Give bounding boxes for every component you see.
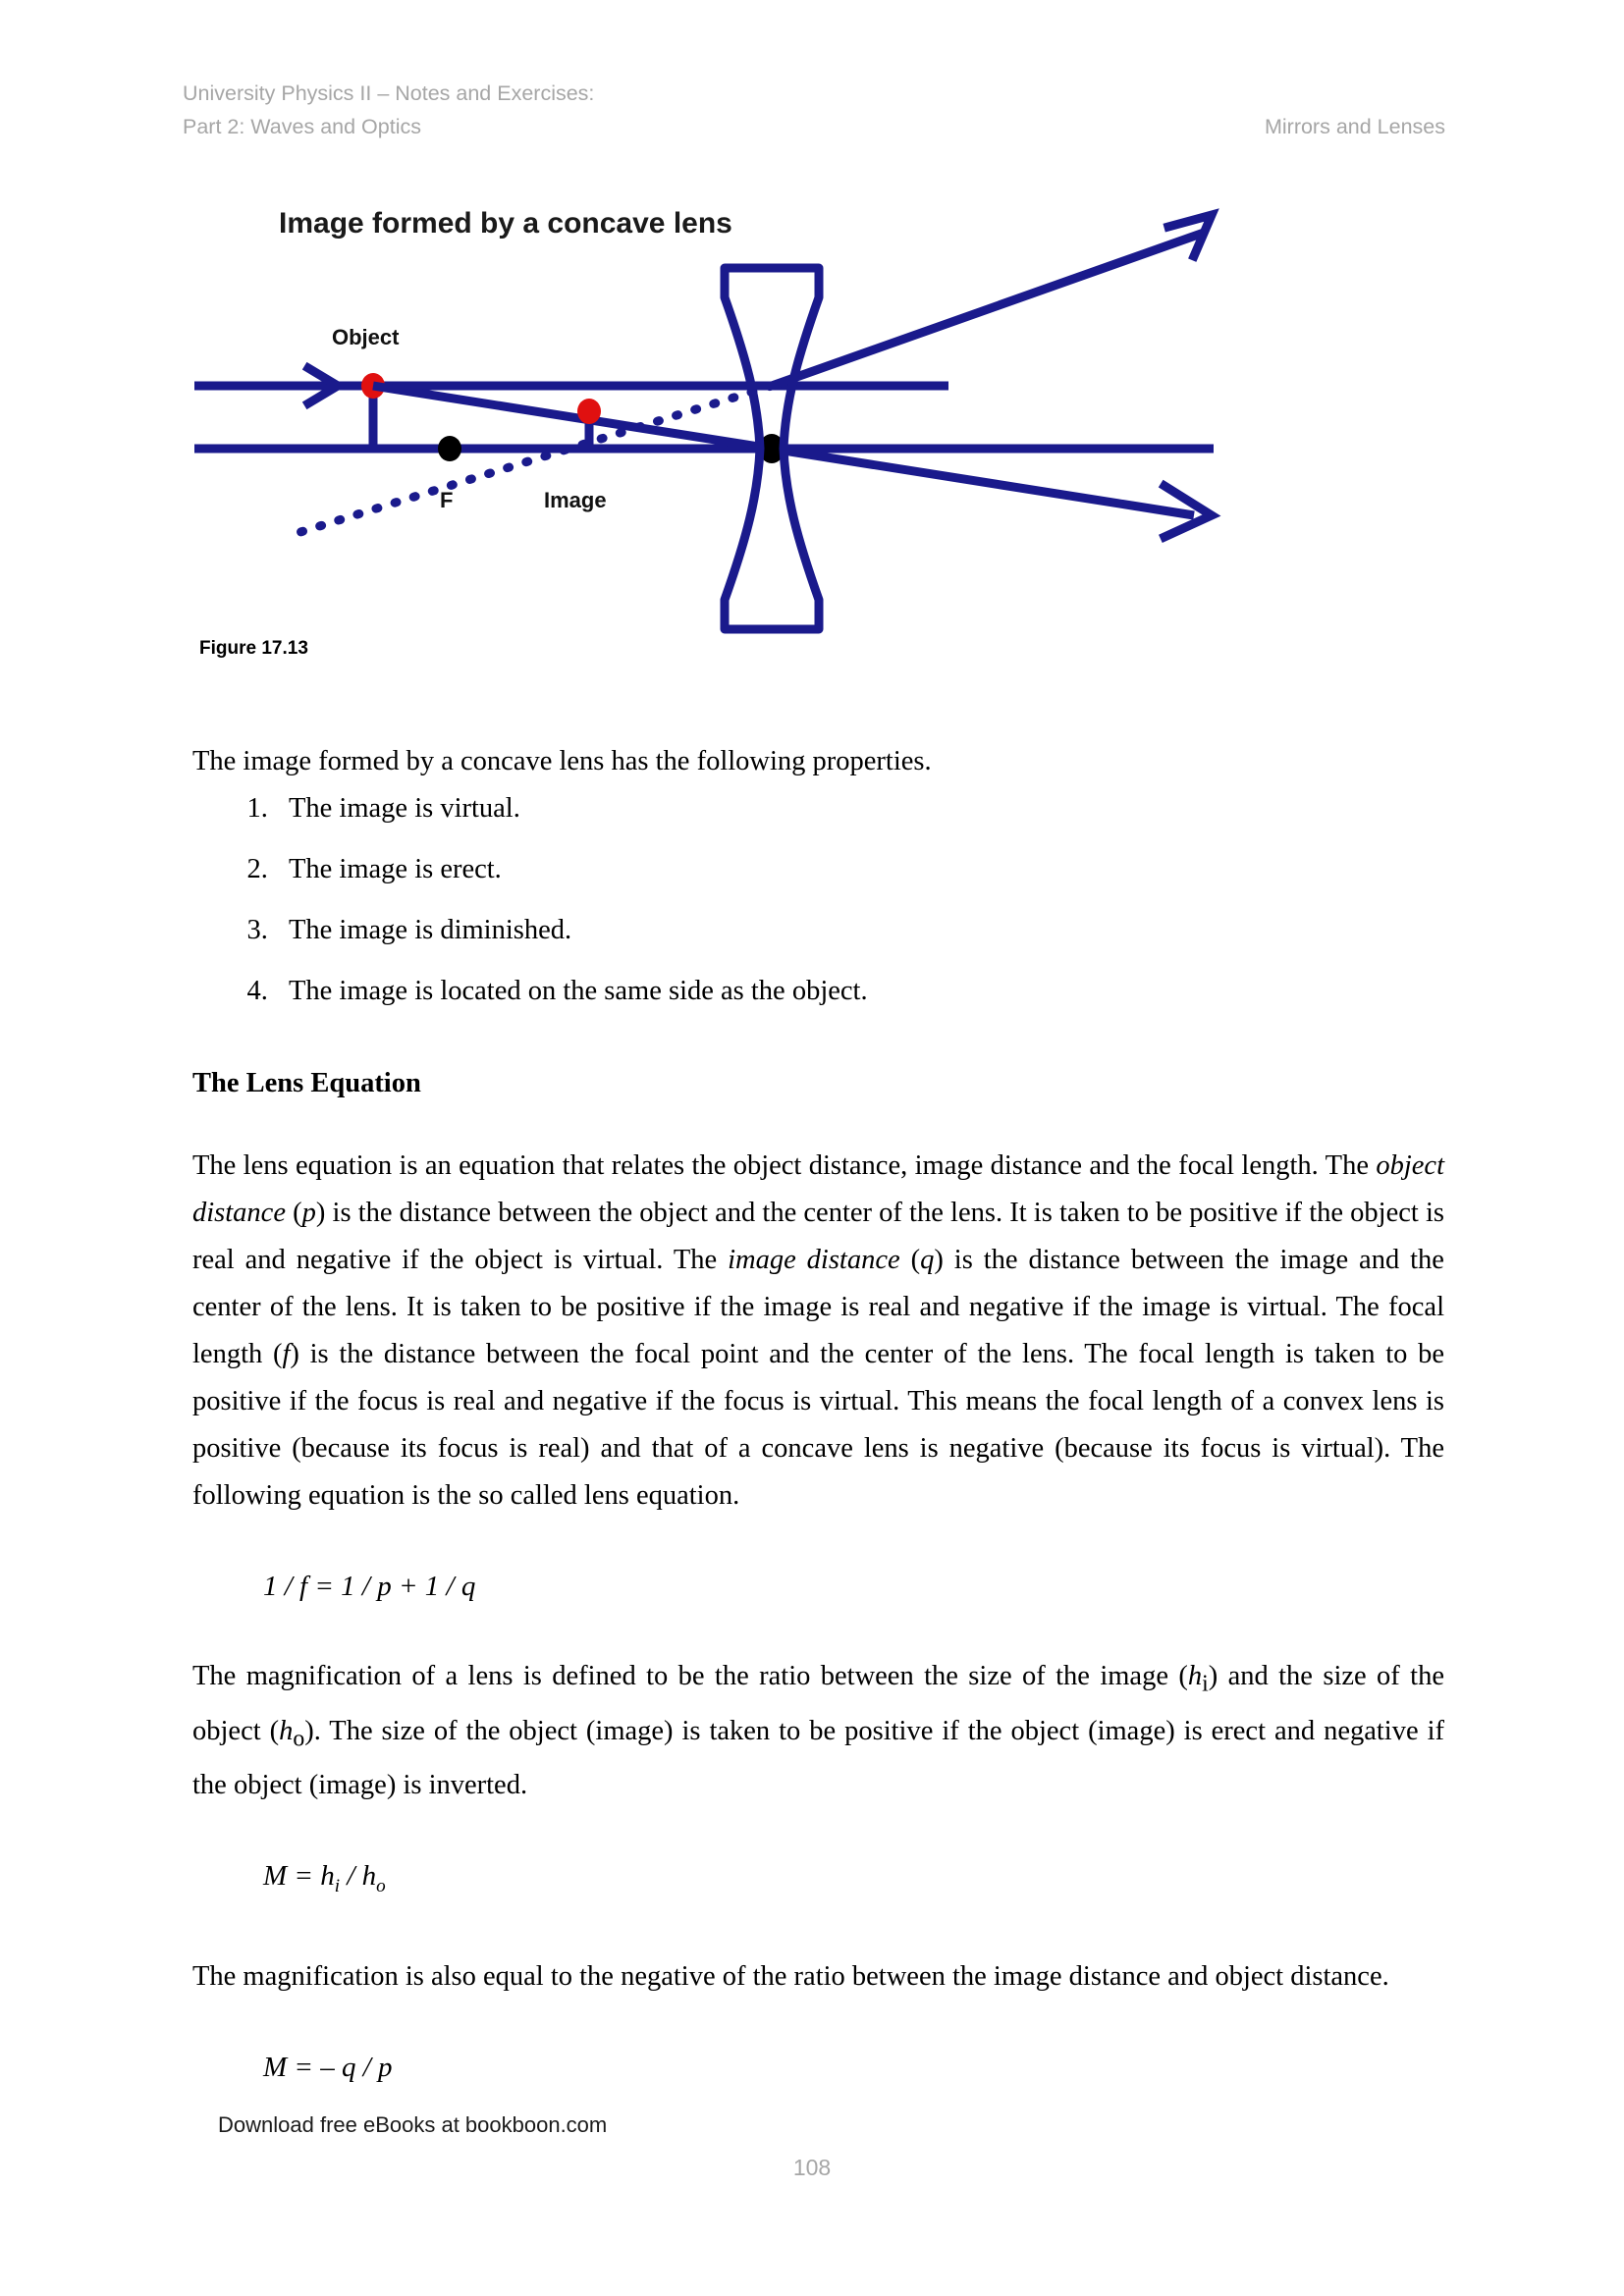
focal-point-marker <box>438 436 461 461</box>
magnification-formula-heights: M = hi / ho <box>263 1854 1444 1908</box>
para1-variable-q: q <box>920 1245 935 1275</box>
refracted-diverging-ray <box>770 228 1206 391</box>
para2-part-b: ) and the size of the object ( <box>192 1661 1444 1746</box>
refracted-ray-arrowhead <box>1163 208 1219 262</box>
list-item: The image is located on the same side as… <box>275 968 1444 1015</box>
para2-variable-h-object: h <box>279 1715 294 1746</box>
lens-equation-formula: 1 / f = 1 / p + 1 / q <box>263 1571 476 1602</box>
para1-part-d: ( <box>899 1245 921 1275</box>
magnification-formula-mid: / h <box>340 1860 377 1893</box>
focal-point-label: F <box>440 488 453 512</box>
para2-part-c: ). The size of the object (image) is tak… <box>192 1715 1444 1801</box>
document-body: The image formed by a concave lens has t… <box>192 738 1444 2132</box>
section-heading-lens-equation: The Lens Equation <box>192 1068 421 1098</box>
para1-part-e: ) is the distance between the image and … <box>192 1245 1444 1369</box>
optical-center-marker <box>759 434 785 463</box>
magnification-subscript-o: o <box>376 1876 386 1897</box>
magnification-definition-paragraph: The magnification of a lens is defined t… <box>192 1653 1444 1809</box>
magnification-formula-lead: M = h <box>263 1860 335 1893</box>
list-item: The image is diminished. <box>275 907 1444 954</box>
header-chapter-title: Mirrors and Lenses <box>1264 115 1445 138</box>
lead-paragraph: The image formed by a concave lens has t… <box>192 746 932 776</box>
page-number: 108 <box>792 2155 832 2180</box>
header-title-line2: Part 2: Waves and Optics <box>183 115 421 138</box>
figure-17-13: Image formed by a concave lens <box>183 191 1445 682</box>
list-item: The image is virtual. <box>275 785 1444 832</box>
figure-title-text: Image formed by a concave lens <box>279 207 732 240</box>
page-header: University Physics II – Notes and Exerci… <box>183 77 1445 145</box>
list-item: The image is erect. <box>275 846 1444 893</box>
para1-part-a: The lens equation is an equation that re… <box>192 1150 1377 1181</box>
para1-variable-f: f <box>282 1339 291 1369</box>
lens-equation-paragraph: The lens equation is an equation that re… <box>192 1143 1444 1520</box>
concave-lens-shape <box>720 263 824 634</box>
para2-subscript-i: i <box>1202 1671 1209 1697</box>
para1-part-b: ( <box>285 1198 302 1228</box>
object-label: Object <box>332 325 400 349</box>
header-title-line1: University Physics II – Notes and Exerci… <box>183 81 595 105</box>
image-label: Image <box>544 488 607 512</box>
incident-ray-arrowhead <box>301 361 347 410</box>
magnification-subscript-i: i <box>334 1876 341 1897</box>
virtual-ray-extension-dotted <box>280 381 777 542</box>
concave-lens-ray-diagram: Image formed by a concave lens <box>183 191 1445 643</box>
para2-variable-h-image: h <box>1187 1661 1203 1691</box>
image-tip-marker <box>577 399 601 424</box>
header-book-title: University Physics II – Notes and Exerci… <box>183 77 594 143</box>
footer-download-note: Download free eBooks at bookboon.com <box>218 2112 608 2137</box>
para2-subscript-o: o <box>293 1726 305 1752</box>
para1-part-f: ) is the distance between the focal poin… <box>192 1339 1444 1511</box>
para1-emphasis-object-distance: object distance <box>192 1150 1444 1228</box>
ray-through-center-arrowhead <box>1158 479 1221 543</box>
image-properties-list: The image is virtual. The image is erect… <box>192 785 1444 1015</box>
magnification-formula-distances: M = – q / p <box>263 2052 393 2084</box>
para1-part-c: ) is the distance between the object and… <box>192 1198 1444 1275</box>
magnification-ratio-paragraph: The magnification is also equal to the n… <box>192 1961 1389 1993</box>
para2-part-a: The magnification of a lens is defined t… <box>192 1661 1188 1691</box>
para1-variable-p: p <box>301 1198 316 1228</box>
para1-emphasis-image-distance: image distance <box>728 1245 900 1275</box>
figure-caption: Figure 17.13 <box>199 638 308 659</box>
